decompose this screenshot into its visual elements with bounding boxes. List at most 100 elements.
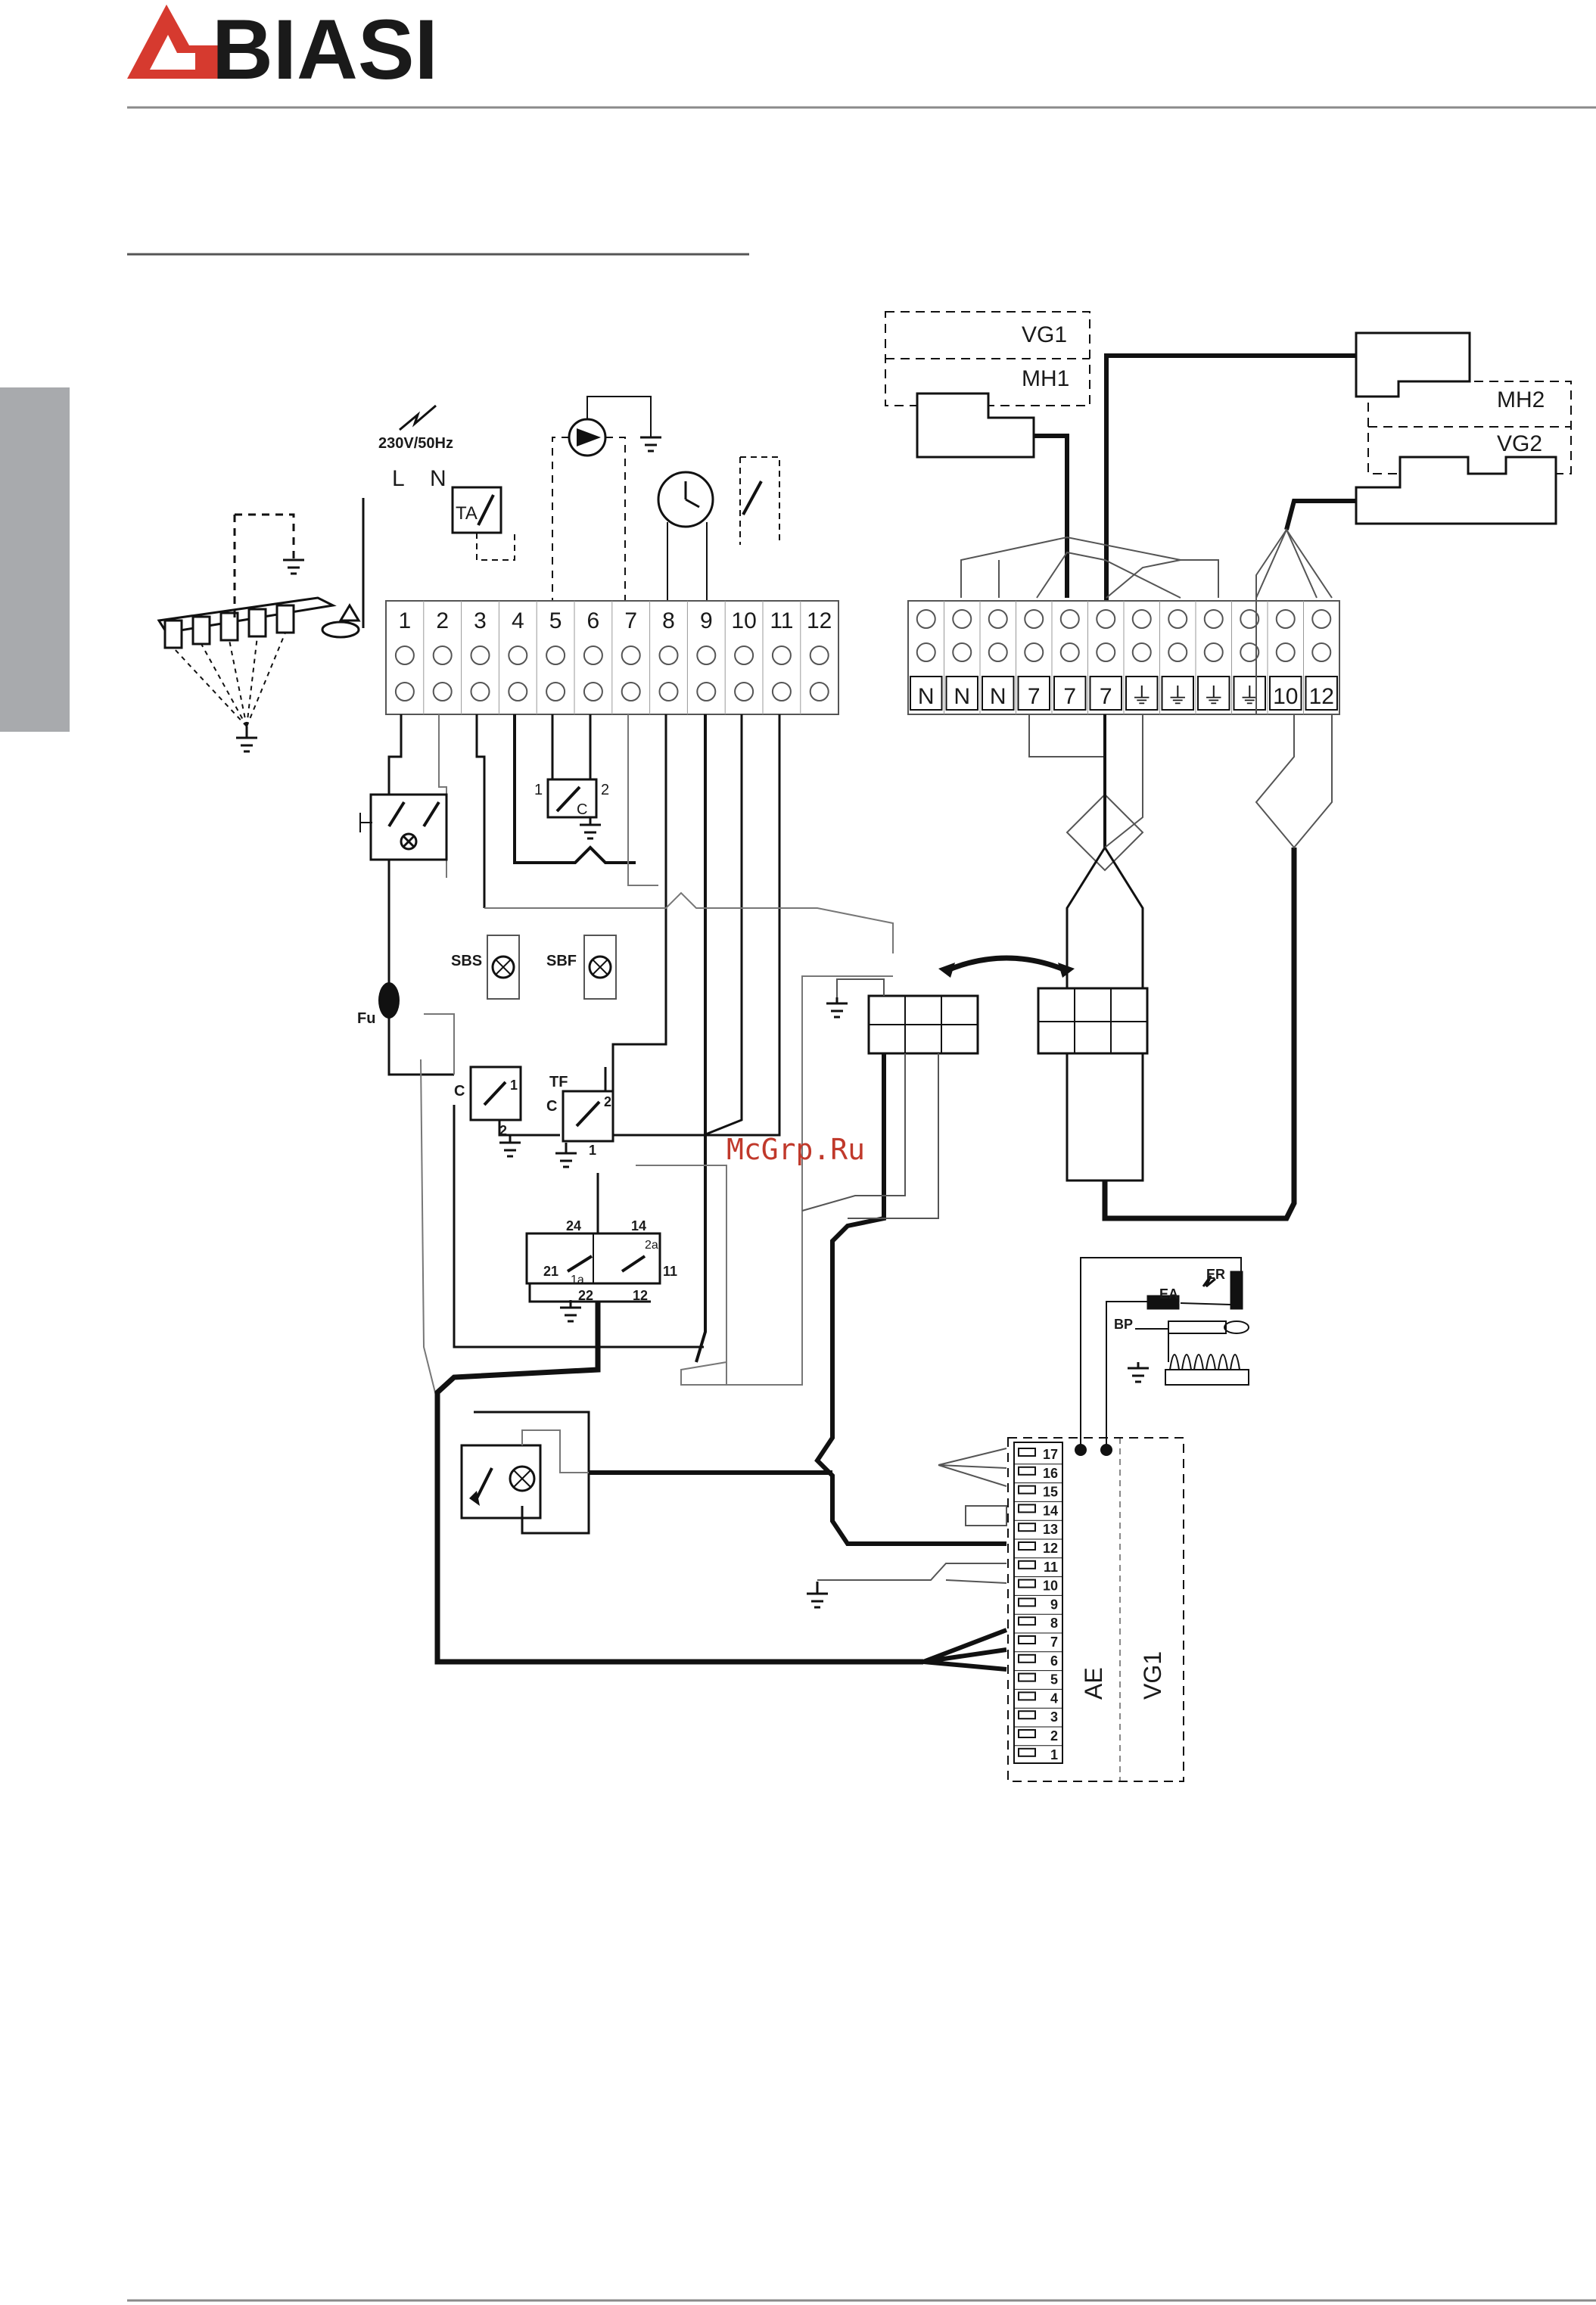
board-terminal-label: 2 [1050, 1728, 1058, 1744]
terminal-label: 1 [399, 608, 412, 633]
ta-label: TA [456, 503, 478, 524]
terminal-label: 10 [1273, 684, 1298, 709]
screw-icon [1025, 643, 1043, 661]
lightning-icon [400, 406, 436, 430]
terminal-slot [1019, 1486, 1035, 1494]
connector-left [869, 996, 978, 1053]
screw-icon [1312, 610, 1330, 628]
screw-icon [697, 646, 715, 664]
timer-contact [740, 457, 779, 545]
screw-icon [989, 643, 1007, 661]
relay-12: 12 [633, 1288, 648, 1303]
ground-symbol [1128, 1362, 1149, 1382]
vg1-top-label: VG1 [1022, 322, 1067, 347]
terminal-label: N [918, 684, 935, 709]
terminal-label: 8 [662, 608, 675, 633]
connector-right [1038, 988, 1147, 1053]
board-terminal-label: 9 [1050, 1597, 1058, 1612]
board-terminal-label: 7 [1050, 1635, 1058, 1650]
right-terminal-block: NNN777⏚⏚⏚⏚1012 [908, 601, 1339, 714]
screw-icon [917, 643, 935, 661]
bp-label: BP [1114, 1317, 1133, 1332]
relay-24: 24 [566, 1218, 581, 1233]
ground-symbol [640, 437, 661, 451]
fuse-label: Fu [357, 1010, 375, 1027]
connector-arrow [947, 958, 1066, 970]
line-label: L [392, 466, 405, 491]
terminal-slot [1019, 1504, 1035, 1512]
screw-icon [1205, 643, 1223, 661]
terminal-slot [1019, 1561, 1035, 1569]
ground-symbol [283, 560, 304, 574]
ground-symbol [236, 726, 257, 751]
board-terminal-label: 12 [1043, 1541, 1058, 1556]
terminal-label: 4 [512, 608, 524, 633]
screw-icon [773, 646, 791, 664]
screw-icon [953, 643, 971, 661]
neutral-label: N [430, 466, 446, 491]
screw-icon [434, 683, 452, 701]
mh2-vg2-group: MH2 VG2 [1106, 333, 1571, 605]
board-terminal-label: 17 [1043, 1447, 1058, 1462]
terminal-slot [1019, 1655, 1035, 1663]
screw-icon [735, 646, 753, 664]
burner-ramp [159, 498, 363, 726]
relay-14: 14 [631, 1218, 646, 1233]
clock-icon [658, 472, 713, 602]
left-terminal-block: 123456789101112 [386, 601, 838, 714]
mh2-label: MH2 [1497, 387, 1545, 412]
screw-icon [396, 683, 414, 701]
screw-icon [1205, 610, 1223, 628]
relay-2a: 2a [645, 1239, 658, 1252]
terminal-label: 7 [1028, 684, 1041, 709]
terminal-label: 10 [731, 608, 756, 633]
screw-icon [584, 683, 602, 701]
brand-logo: BIASI [127, 2, 438, 97]
tf-contact-1: 1 [589, 1143, 596, 1158]
tf-contact-2: 2 [604, 1094, 611, 1109]
switch-common-label: C [577, 801, 587, 818]
pressure-switch [548, 779, 596, 817]
screw-icon [810, 646, 829, 664]
pump-icon [552, 397, 651, 602]
safety-contact-2: 2 [499, 1123, 507, 1138]
terminal-slot [1019, 1467, 1035, 1475]
board-terminal-label: 10 [1043, 1579, 1058, 1594]
terminal-slot [1019, 1674, 1035, 1681]
ea-label: EA [1159, 1286, 1178, 1302]
terminal-slot [1019, 1730, 1035, 1737]
terminal-label: 11 [770, 608, 793, 633]
board-terminal-label: 6 [1050, 1653, 1058, 1669]
terminal-slot [1019, 1711, 1035, 1719]
screw-icon [1097, 643, 1115, 661]
terminal-label: 6 [587, 608, 600, 633]
screw-icon [509, 683, 527, 701]
safety-contact-1: 1 [510, 1078, 518, 1093]
terminal-label: 12 [1309, 684, 1334, 709]
screw-icon [584, 646, 602, 664]
terminal-slot [1019, 1617, 1035, 1625]
terminal-label: 3 [474, 608, 487, 633]
switch-contact-1: 1 [534, 782, 543, 798]
ground-symbol [807, 1582, 828, 1607]
screw-icon [1168, 610, 1187, 628]
terminal-slot [1019, 1692, 1035, 1700]
safety-common-label: C [454, 1083, 465, 1100]
screw-icon [509, 646, 527, 664]
board-terminal-label: 14 [1043, 1503, 1058, 1518]
screw-icon [622, 646, 640, 664]
screw-icon [471, 646, 490, 664]
terminal-label: 5 [549, 608, 562, 633]
sbs-label: SBS [451, 953, 482, 969]
ground-symbol [580, 817, 601, 838]
switch-contact-2: 2 [601, 782, 609, 798]
screw-icon [1133, 643, 1151, 661]
supply-voltage: 230V/50Hz [378, 435, 453, 452]
sbf-label: SBF [546, 953, 577, 969]
ground-symbol [560, 1300, 581, 1321]
board-terminal-label: 16 [1043, 1466, 1058, 1481]
screw-icon [1061, 610, 1079, 628]
brand-name: BIASI [212, 2, 438, 97]
terminal-slot [1019, 1523, 1035, 1531]
